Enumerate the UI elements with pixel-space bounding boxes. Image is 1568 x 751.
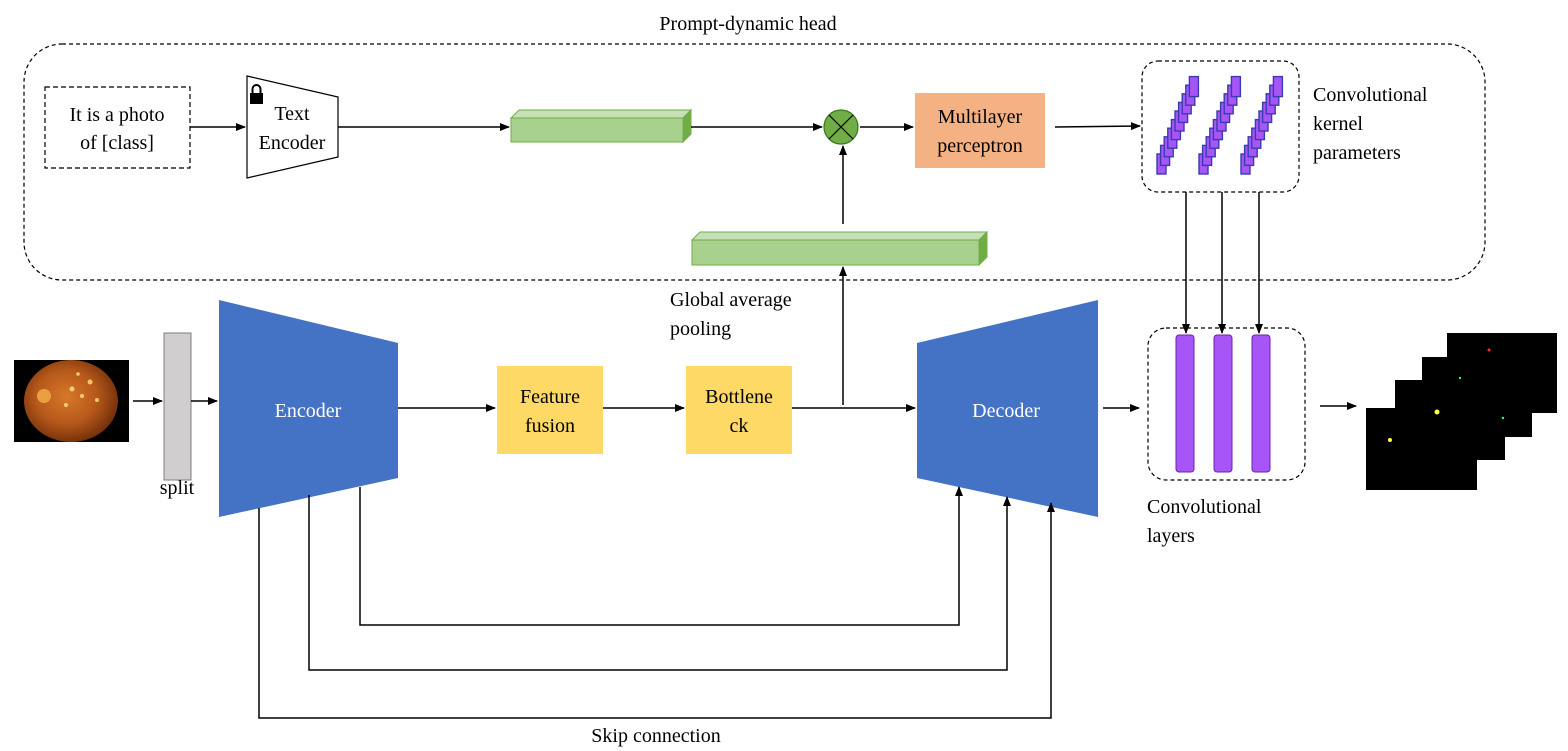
kernel-parameter-tile bbox=[1188, 75, 1200, 98]
lock-icon bbox=[250, 84, 263, 104]
skip-connection-1 bbox=[359, 486, 963, 626]
conv-layer-bar bbox=[1213, 334, 1233, 473]
encoder-block bbox=[219, 300, 398, 517]
prompt-dynamic-head-region bbox=[23, 43, 1486, 281]
conv-layers-line1: Convolutional bbox=[1147, 496, 1262, 518]
prompt-text-box bbox=[44, 86, 191, 169]
skip-connection-3 bbox=[258, 502, 1055, 719]
gap-line1: Global average bbox=[670, 289, 792, 311]
text-feature-vector bbox=[509, 108, 693, 144]
split-label: split bbox=[160, 477, 195, 499]
conv-layers-line2: layers bbox=[1147, 525, 1195, 547]
prompt-text-line1: It is a photo bbox=[70, 104, 165, 126]
bottleneck-block bbox=[686, 366, 792, 454]
kernel-parameter-stacks bbox=[1156, 75, 1284, 175]
mlp-block bbox=[915, 93, 1045, 168]
pooled-feature-vector bbox=[690, 230, 989, 267]
feature-fusion-line1: Feature bbox=[520, 386, 580, 408]
kernel-params-line1: Convolutional bbox=[1313, 84, 1428, 106]
kernel-params-line3: parameters bbox=[1313, 142, 1401, 164]
skip-connection-2 bbox=[308, 495, 1011, 671]
text-encoder-line1: Text bbox=[274, 103, 310, 125]
gap-line2: pooling bbox=[670, 318, 731, 340]
bottleneck-line2: ck bbox=[730, 415, 749, 437]
kernel-parameter-tile bbox=[1230, 75, 1242, 98]
conv-layer-bar bbox=[1175, 334, 1195, 473]
circled-times-icon bbox=[823, 109, 859, 145]
conv-layer-bar bbox=[1251, 334, 1271, 473]
prompt-text-line2: of [class] bbox=[80, 132, 154, 154]
decoder-block bbox=[917, 300, 1098, 517]
fundus-input-image bbox=[14, 360, 129, 442]
feature-fusion-line2: fusion bbox=[525, 415, 575, 437]
encoder-label: Encoder bbox=[275, 400, 342, 422]
split-bar bbox=[163, 332, 192, 481]
decoder-label: Decoder bbox=[972, 400, 1040, 422]
kernel-params-line2: kernel bbox=[1313, 113, 1363, 135]
arrow-mlp-to-kernels bbox=[1054, 122, 1141, 131]
bottleneck-line1: Bottlene bbox=[705, 386, 773, 408]
mlp-line1: Multilayer bbox=[938, 106, 1023, 128]
text-encoder-block bbox=[246, 75, 339, 179]
connections bbox=[133, 122, 1357, 719]
mlp-line2: perceptron bbox=[937, 135, 1023, 157]
skip-connection-label: Skip connection bbox=[591, 725, 720, 747]
prompt-dynamic-head-title: Prompt-dynamic head bbox=[659, 13, 836, 35]
kernel-parameter-tile bbox=[1272, 75, 1284, 98]
output-segmentation-masks bbox=[1366, 333, 1557, 490]
text-encoder-line2: Encoder bbox=[259, 132, 326, 154]
feature-fusion-block bbox=[497, 366, 603, 454]
